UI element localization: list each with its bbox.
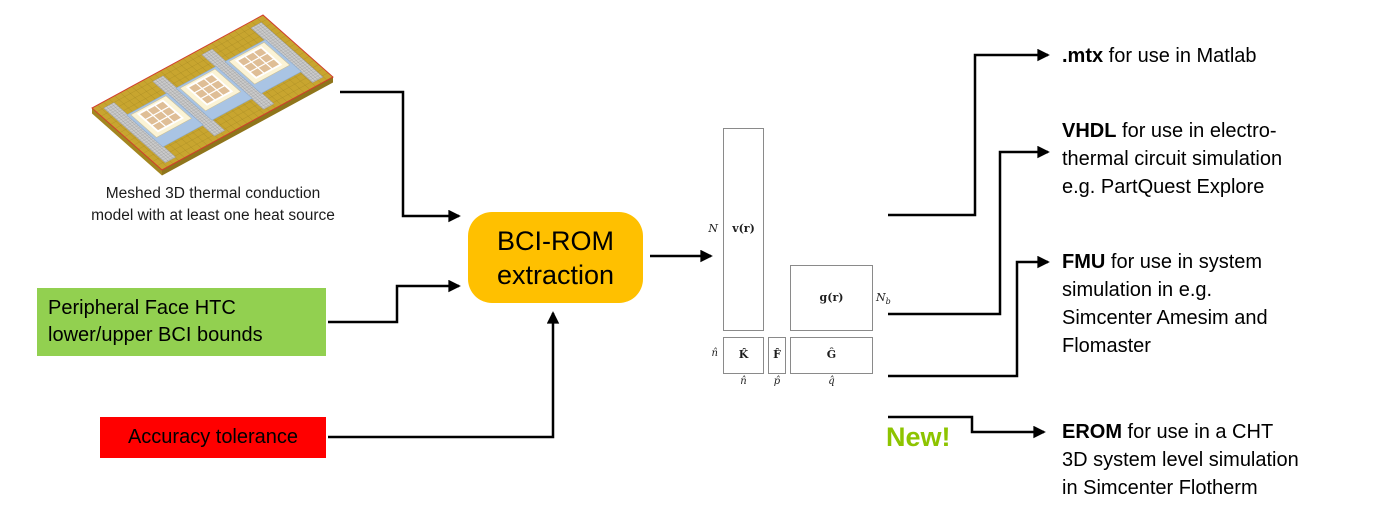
accuracy-tolerance-input-box: Accuracy tolerance [100,417,326,458]
output-vhdl-keyword: VHDL [1062,120,1117,142]
output-fmu-line2: simulation in e.g. [1062,279,1213,301]
arrow-matrix-to-vhdl [888,145,1050,316]
matrix-box-G [790,337,873,374]
output-fmu-line3: Simcenter Amesim and [1062,307,1268,329]
matrix-label-K: K̂ [738,348,749,361]
output-erom-line2: 3D system level simulation [1062,449,1299,471]
process-line2: extraction [496,259,615,290]
bci-rom-extraction-box: BCI-ROM extraction [468,212,643,303]
dim-label-N: N [708,222,718,235]
output-erom-line1: EROM for use in a CHT [1062,421,1274,443]
htc-bounds-input-box: Peripheral Face HTC lower/upper BCI boun… [37,288,326,356]
new-badge: New! [886,422,951,452]
output-mtx: .mtx for use in Matlab [1062,42,1257,70]
output-fmu: FMU for use in system simulation in e.g.… [1062,248,1268,360]
output-erom-keyword: EROM [1062,421,1122,443]
output-mtx-keyword: .mtx [1062,45,1104,67]
output-vhdl: VHDL for use in electro- thermal circuit… [1062,117,1282,201]
output-fmu-keyword: FMU [1062,251,1106,273]
board-side-face [92,108,162,176]
matrix-box-F [768,337,786,374]
output-vhdl-line2: thermal circuit simulation [1062,148,1283,170]
dim-label-Nb: Nb [876,291,891,307]
htc-line2: lower/upper BCI bounds [48,324,263,346]
arrow-tolerance-to-extraction [328,311,560,439]
model-caption-line2: model with at least one heat source [91,206,335,224]
tolerance-label: Accuracy tolerance [127,426,299,448]
output-fmu-line1: FMU for use in system [1062,251,1263,273]
chip-package [224,39,302,94]
model-caption-line1: Meshed 3D thermal conduction [105,185,321,202]
dim-label-phat: p̂ [773,376,781,387]
process-line1: BCI-ROM [497,225,614,256]
matrix-label-G: Ĝ [826,348,837,361]
meshed-3d-model-image [91,14,334,176]
dim-label-qhat: q̂ [828,376,835,387]
vector-label-g: g(r) [819,291,844,304]
arrow-matrix-to-fmu [888,255,1050,378]
htc-line1: Peripheral Face HTC [48,297,236,319]
output-vhdl-line3: e.g. PartQuest Explore [1062,176,1265,198]
matrix-box-K [723,337,764,374]
arrow-model-to-extraction [340,90,461,223]
output-erom-line3: in Simcenter Flotherm [1062,477,1258,499]
matrix-label-F: F̂ [773,348,781,361]
output-fmu-line4: Flomaster [1062,335,1151,357]
dim-label-nhat-left: n̂ [711,348,718,359]
output-mtx-line1: .mtx for use in Matlab [1062,45,1257,67]
arrow-matrix-to-mtx [888,48,1050,217]
output-erom: EROM for use in a CHT 3D system level si… [1062,418,1299,502]
vector-label-v: v(r) [732,222,755,235]
matrix-box-v [723,128,764,331]
matrix-box-g [790,265,873,331]
chip-package [175,65,253,121]
chip-package [126,92,204,148]
arrow-htc-to-extraction [328,279,461,324]
board-front-face [162,77,333,176]
output-vhdl-line1: VHDL for use in electro- [1062,120,1277,142]
board-red-outline [91,14,334,171]
dim-label-nhat: n̂ [740,376,747,387]
model-caption: Meshed 3D thermal conduction model with … [72,183,354,226]
